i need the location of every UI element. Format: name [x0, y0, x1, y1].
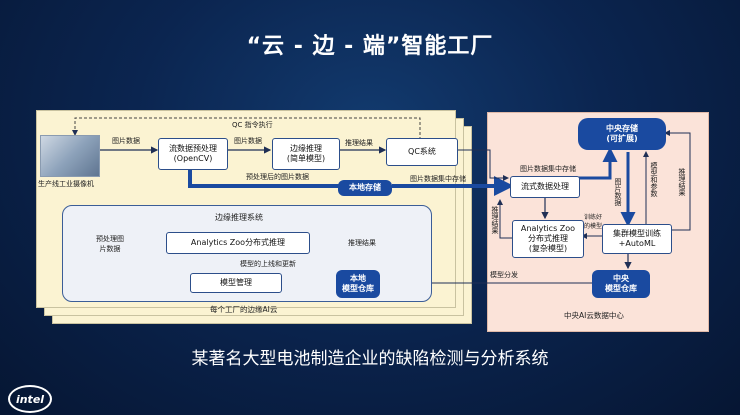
stream-preprocess-box: 流数据预处理 (OpenCV): [158, 138, 228, 170]
image-data-v-label: 图片数据: [614, 178, 622, 206]
image-collect-label: 图片数据集中存储: [410, 175, 466, 183]
cluster-train-box: 集群模型训练 +AutoML: [602, 224, 672, 254]
arrow-az-result-left: [497, 199, 512, 239]
page-title: “云 - 边 - 端”智能工厂: [246, 34, 494, 59]
trained-model-label: 训练好 的模型: [584, 214, 603, 230]
sub-panel-title: 边缘推理系统: [215, 213, 263, 222]
image-data-label-2: 图片数据: [234, 137, 262, 145]
arrow-result-storage: [664, 130, 691, 231]
infer-result-label: 推理结果: [345, 139, 373, 147]
model-mgmt-box: 模型管理: [190, 273, 282, 293]
center-footer-label: 中央AI云数据中心: [564, 311, 624, 320]
arrow-preprocessed-storage: [188, 170, 340, 188]
arrow-qc-center: [458, 149, 509, 181]
model-dist-label: 模型分发: [490, 271, 518, 279]
az-infer-box: Analytics Zoo分布式推理: [166, 232, 310, 254]
central-model-repo-pill: 中央 模型仓库: [592, 270, 650, 298]
qc-feedback-line: [72, 117, 421, 140]
image-data-label-1: 图片数据: [112, 137, 140, 145]
center-image-collect-label: 图片数据集中存储: [520, 165, 576, 173]
central-storage-pill: 中央存储 (可扩展): [578, 118, 666, 150]
arrow-stream-storage: [578, 147, 618, 180]
camera-image: [40, 135, 100, 177]
page-subtitle: 某著名大型电池制造企业的缺陷检测与分析系统: [191, 349, 549, 369]
sub-infer-result-label: 推理结果: [348, 239, 376, 247]
preprocessed-input-label: 预处理图 片数据: [96, 235, 124, 253]
logo-text: intel: [15, 392, 45, 406]
center-az-infer-box: Analytics Zoo 分布式推理 (复杂模型): [512, 220, 584, 258]
model-online-label: 模型的上线和更新: [240, 260, 296, 268]
edge-infer-box: 边缘推理 (简单模型): [272, 138, 340, 170]
qc-system-box: QC系统: [386, 138, 458, 166]
camera-label: 生产线工业摄像机: [38, 180, 94, 188]
local-storage-pill: 本地存储: [338, 180, 392, 196]
infer-result-v-label: 推理结果: [678, 168, 686, 196]
qc-feedback-label: QC 指令执行: [232, 121, 273, 129]
preprocessed-label: 预处理后的图片数据: [246, 173, 309, 181]
local-model-repo-pill: 本地 模型仓库: [336, 270, 380, 298]
edge-footer-label: 每个工厂的边缘AI云: [210, 305, 278, 314]
model-param-v-label: 模型和参数: [650, 162, 658, 197]
infer-result-v-label-2: 推理结果: [491, 206, 499, 234]
stream-proc-box: 流式数据处理: [510, 176, 580, 198]
intel-logo-icon: intel: [8, 385, 52, 413]
